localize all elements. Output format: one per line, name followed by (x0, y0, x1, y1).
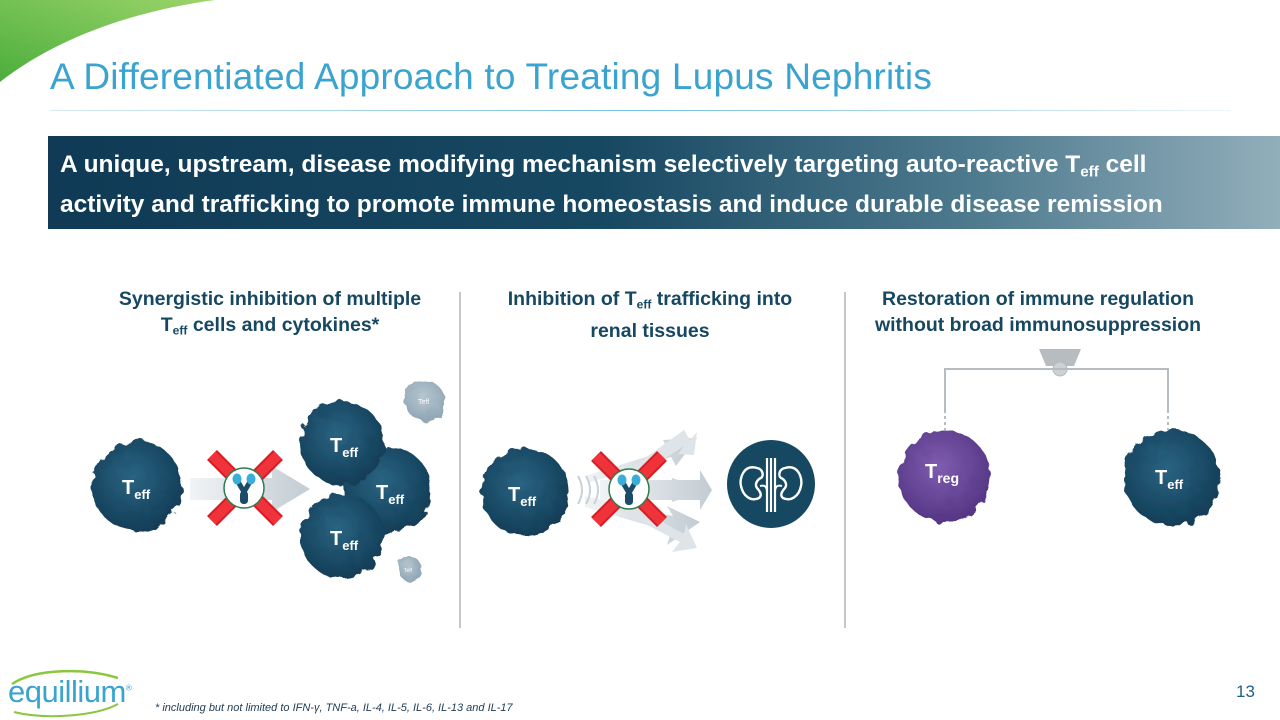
balance-scale-icon (944, 349, 1169, 430)
svg-text:Teff: Teff (404, 568, 413, 574)
title-rule (50, 110, 1230, 111)
svg-text:Teff: Teff (330, 435, 359, 460)
antibody-icon (608, 468, 650, 510)
banner-line-2: activity and trafficking to promote immu… (60, 190, 1163, 218)
page-number: 13 (1236, 682, 1255, 701)
column-3-diagram: Treg Teff (898, 349, 1220, 526)
svg-text:Treg: Treg (925, 461, 959, 486)
svg-text:Teff: Teff (508, 484, 537, 509)
equillium-logo-text: equillium® (8, 674, 132, 709)
column-divider-2 (844, 292, 846, 628)
column-2-heading: Inhibition of Teff trafficking into rena… (507, 288, 793, 342)
teff-cell: Teff (481, 448, 569, 536)
equillium-logo (11, 669, 119, 718)
teff-cell: Teff (1124, 430, 1220, 526)
teff-cell: Teff (300, 401, 384, 485)
treg-cell: Treg (898, 430, 990, 522)
svg-text:Teff: Teff (330, 528, 359, 553)
column-divider-1 (459, 292, 461, 628)
column-1-heading: Synergistic inhibition of multiple Teff … (118, 288, 422, 338)
svg-text:Teff: Teff (1155, 467, 1184, 492)
antibody-icon (223, 467, 265, 509)
corner-leaf-decoration (0, 0, 215, 82)
column-3-heading: Restoration of immune regulation without… (874, 288, 1202, 336)
slide-title: A Differentiated Approach to Treating Lu… (50, 56, 933, 97)
key-message-banner: A unique, upstream, disease modifying me… (48, 136, 1280, 229)
teff-cell: Teff (92, 441, 182, 531)
svg-text:Teff: Teff (418, 399, 429, 406)
teff-cell: Teff (300, 494, 384, 578)
svg-text:Teff: Teff (122, 477, 151, 502)
column-2-diagram: Teff (481, 430, 815, 552)
footnote: * including but not limited to IFN-γ, TN… (155, 702, 513, 714)
column-1-diagram: Teff Teff Teff Teff Teff Teff (92, 381, 445, 581)
small-teff-cell: Teff (398, 557, 422, 581)
svg-text:Teff: Teff (376, 482, 405, 507)
kidney-icon (727, 440, 815, 528)
banner-line-1: A unique, upstream, disease modifying me… (60, 151, 1147, 181)
small-teff-cell: Teff (405, 381, 445, 421)
